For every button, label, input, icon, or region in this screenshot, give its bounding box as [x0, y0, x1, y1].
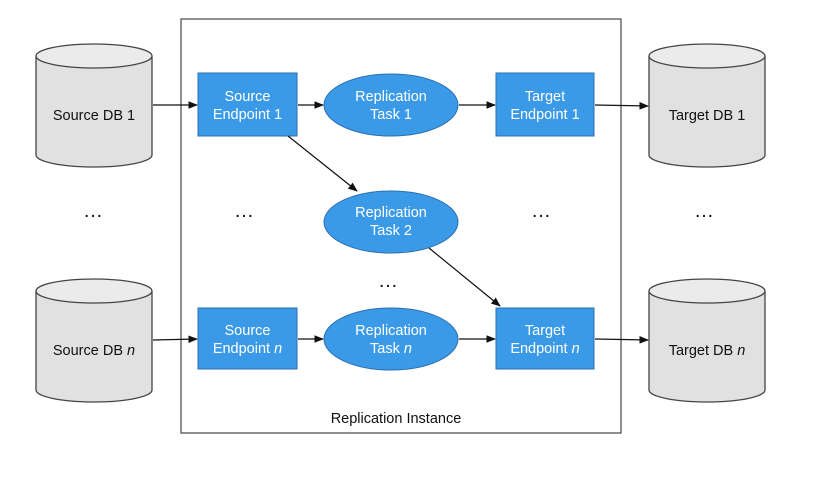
target-db-ellipsis: …	[694, 200, 716, 222]
target-endpoint-n[interactable]: Target Endpoint n	[495, 307, 595, 370]
arrow-target-endpoint-n-to-target-db-n	[594, 335, 649, 344]
source-endpoint-1-line1: Source	[225, 89, 271, 105]
replication-task-n[interactable]: Replication Task n	[323, 307, 459, 371]
source-db-1-label: Source DB 1	[53, 108, 135, 124]
arrow-target-endpoint-1-to-target-db-1	[594, 101, 649, 110]
source-endpoint-n-line2: Endpoint n	[213, 341, 282, 357]
target-endpoint-1-line1: Target	[525, 89, 565, 105]
source-endpoint-ellipsis: …	[234, 200, 256, 222]
arrow-source-db-n-to-source-endpoint-n	[152, 335, 198, 344]
arrow-task-2-to-target-endpoint-n	[428, 247, 501, 307]
target-db-1[interactable]: Target DB 1	[648, 43, 766, 168]
replication-task-n-line2: Task n	[370, 341, 412, 357]
source-db-ellipsis: …	[83, 200, 105, 222]
replication-task-1-line1: Replication	[355, 89, 427, 105]
database-cylinder-icon	[648, 43, 766, 168]
source-db-n-label: Source DB n	[53, 343, 135, 359]
target-db-1-label: Target DB 1	[669, 108, 746, 124]
task-ellipsis: …	[378, 270, 400, 292]
target-endpoint-1-line2: Endpoint 1	[510, 107, 579, 123]
replication-task-2-line2: Task 2	[370, 223, 412, 239]
replication-task-2[interactable]: Replication Task 2	[323, 190, 459, 254]
target-db-n-label: Target DB n	[669, 343, 746, 359]
target-endpoint-ellipsis: …	[531, 200, 553, 222]
source-db-1[interactable]: Source DB 1	[35, 43, 153, 168]
replication-task-2-line1: Replication	[355, 205, 427, 221]
replication-instance-label: Replication Instance	[331, 411, 462, 427]
replication-task-n-line1: Replication	[355, 323, 427, 339]
source-endpoint-1-line2: Endpoint 1	[213, 107, 282, 123]
target-db-n[interactable]: Target DB n	[648, 278, 766, 403]
database-cylinder-icon	[35, 43, 153, 168]
target-endpoint-1[interactable]: Target Endpoint 1	[495, 72, 595, 137]
source-endpoint-n[interactable]: Source Endpoint n	[197, 307, 298, 370]
source-db-n[interactable]: Source DB n	[35, 278, 153, 403]
source-endpoint-n-line1: Source	[225, 323, 271, 339]
source-endpoint-1[interactable]: Source Endpoint 1	[197, 72, 298, 137]
replication-task-1[interactable]: Replication Task 1	[323, 73, 459, 137]
target-endpoint-n-line2: Endpoint n	[510, 341, 579, 357]
arrow-source-endpoint-1-to-task-2	[287, 135, 358, 192]
target-endpoint-n-line1: Target	[525, 323, 565, 339]
database-cylinder-icon	[35, 278, 153, 403]
replication-task-1-line2: Task 1	[370, 107, 412, 123]
database-cylinder-icon	[648, 278, 766, 403]
